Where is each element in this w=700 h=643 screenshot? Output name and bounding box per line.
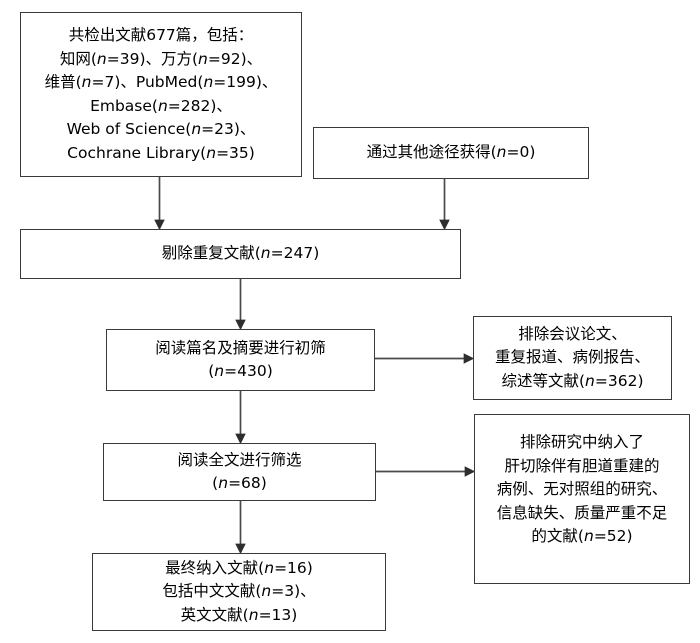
- node-records-identified-through-database-searching: 共检出文献677篇，包括： 知网(n=39)、万方(n=92)、 维普(n=7)…: [20, 12, 302, 177]
- node-studies-included-in-synthesis: 最终纳入文献(n=16) 包括中文文献(n=3)、 英文文献(n=13): [92, 553, 386, 631]
- node-full-text-articles-assessed: 阅读全文进行筛选 (n=68): [103, 443, 376, 501]
- node-screen-title-text: 阅读篇名及摘要进行初筛 (n=430): [155, 338, 326, 381]
- node-duplicates-removed: 剔除重复文献(n=247): [20, 229, 461, 279]
- node-other-text: 通过其他途径获得(n=0): [366, 143, 536, 162]
- node-excl-1-text: 排除会议论文、 重复报道、病例报告、 综述等文献(n=362): [494, 324, 650, 390]
- node-screen-full-text: 阅读全文进行筛选 (n=68): [177, 450, 302, 493]
- node-dedup-text: 剔除重复文献(n=247): [161, 244, 320, 263]
- node-excl-2-text: 排除研究中纳入了 肝切除伴有胆道重建的 病例、无对照组的研究、 信息缺失、质量严…: [496, 433, 668, 546]
- node-records-excluded-after-title-abstract-screening: 排除会议论文、 重复报道、病例报告、 综述等文献(n=362): [473, 316, 672, 400]
- node-records-identified-through-other-sources: 通过其他途径获得(n=0): [313, 127, 589, 179]
- node-included-text: 最终纳入文献(n=16) 包括中文文献(n=3)、 英文文献(n=13): [162, 558, 316, 624]
- node-sources-text: 共检出文献677篇，包括： 知网(n=39)、万方(n=92)、 维普(n=7)…: [44, 26, 278, 162]
- node-full-text-articles-excluded: 排除研究中纳入了 肝切除伴有胆道重建的 病例、无对照组的研究、 信息缺失、质量严…: [474, 414, 690, 584]
- node-records-screened-title-abstract: 阅读篇名及摘要进行初筛 (n=430): [106, 329, 375, 391]
